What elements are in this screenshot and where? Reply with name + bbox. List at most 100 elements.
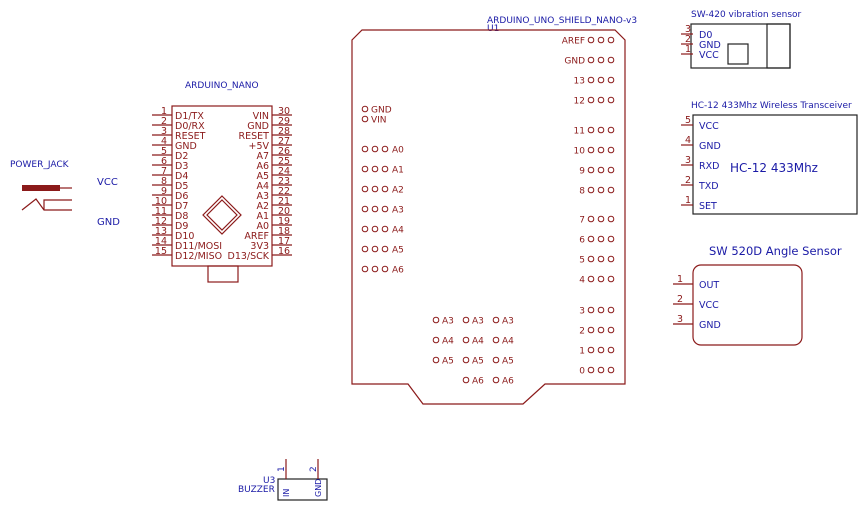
shield-label-gnd: GND	[564, 57, 585, 67]
sw420-title: SW-420 vibration sensor	[691, 10, 802, 20]
shield-label-11: 11	[574, 127, 585, 137]
shield-hole-a5-1	[371, 245, 379, 253]
nano-pin-14-label: D11/MOSI	[175, 241, 222, 252]
power-jack-gnd-label: GND	[97, 217, 120, 228]
nano-pin-9-number: 9	[161, 186, 167, 197]
shield-label-a2: A2	[392, 186, 404, 196]
shield-hole-d11-2	[607, 126, 615, 134]
shield-hole-a0-0	[361, 145, 369, 153]
nano-pin-18-number: 18	[278, 226, 290, 237]
sw520d-title: SW 520D Angle Sensor	[709, 244, 842, 258]
shield-title: ARDUINO_UNO_SHIELD_NANO-v3	[487, 16, 637, 26]
shield-hole-d11-0	[587, 126, 595, 134]
hc12-pin-1-number: 1	[685, 195, 691, 206]
shield-hole-dgnd-0	[587, 56, 595, 64]
nano-pin-23-number: 23	[278, 176, 290, 187]
shield-label-0: 0	[579, 367, 585, 377]
shield-hole-d6-1	[597, 235, 605, 243]
nano-pin-2-label: D0/RX	[175, 121, 205, 132]
shield-hole-d1-1	[597, 346, 605, 354]
shield-hole-d0-0	[587, 366, 595, 374]
shield-hole-d7-2	[607, 215, 615, 223]
shield-label-bottom-a3: A3	[442, 317, 454, 327]
nano-pin-13-label: D10	[175, 231, 194, 242]
shield-hole-a1-2	[381, 165, 389, 173]
nano-pin-22-label: A3	[256, 191, 269, 202]
nano-pin-28-label: RESET	[239, 131, 270, 142]
shield-hole-d7-1	[597, 215, 605, 223]
nano-pin-3-number: 3	[161, 126, 167, 137]
nano-pin-11-number: 11	[155, 206, 167, 217]
nano-pin-12-number: 12	[155, 216, 167, 227]
nano-pin-25-number: 25	[278, 156, 290, 167]
nano-pin-20-number: 20	[278, 206, 290, 217]
nano-pin-19-label: A0	[256, 221, 269, 232]
shield-hole-daref-1	[597, 36, 605, 44]
shield-hole-bottom-a5-1	[462, 356, 470, 364]
shield-label-bottom-a4: A4	[442, 337, 454, 347]
nano-pin-16-number: 16	[278, 246, 290, 257]
shield-hole-a2-1	[371, 185, 379, 193]
shield-label-4: 4	[579, 276, 585, 286]
power-jack-vcc-label: VCC	[97, 177, 118, 188]
shield-hole-d6-2	[607, 235, 615, 243]
shield-label-bottom-a3: A3	[472, 317, 484, 327]
nano-pin-23-label: A4	[256, 181, 269, 192]
nano-pin-16-label: D13/SCK	[228, 251, 270, 262]
sw420-pin-gnd-label: GND	[699, 40, 721, 51]
shield-ref: U1	[487, 24, 499, 34]
shield-hole-a6-2	[381, 265, 389, 273]
shield-hole-a2-2	[381, 185, 389, 193]
shield-hole-bottom-a6-1	[462, 376, 470, 384]
hc12-pin-4-number: 4	[685, 135, 691, 146]
hc12-pin-gnd-label: GND	[699, 141, 721, 152]
sw420-sensor-can	[766, 23, 791, 69]
hc12-pin-vcc-label: VCC	[699, 121, 719, 132]
sw420-pin-2-number: 2	[685, 34, 691, 45]
shield-label-1: 1	[579, 347, 585, 357]
shield-hole-d5-2	[607, 255, 615, 263]
power-jack-pin-bar	[22, 185, 60, 191]
shield-hole-d3-2	[607, 306, 615, 314]
shield-hole-dgnd-1	[597, 56, 605, 64]
hc12-pin-5-number: 5	[685, 115, 691, 126]
nano-pin-25-label: A6	[256, 161, 269, 172]
nano-usb-connector	[207, 265, 239, 283]
shield-hole-bottom-a3-2	[492, 316, 500, 324]
shield-hole-d13-0	[587, 76, 595, 84]
arduino-uno-shield[interactable]: ARDUINO_UNO_SHIELD_NANO-v3 U1 GNDVINA0A1…	[351, 16, 637, 405]
shield-hole-d4-1	[597, 275, 605, 283]
nano-pin-3-label: RESET	[175, 131, 206, 142]
shield-hole-d9-0	[587, 166, 595, 174]
shield-hole-d4-0	[587, 275, 595, 283]
shield-hole-d13-1	[597, 76, 605, 84]
nano-pin-27-label: +5V	[248, 141, 269, 152]
nano-pin-15-label: D12/MISO	[175, 251, 222, 262]
nano-pin-20-label: A1	[256, 211, 269, 222]
shield-hole-a2-0	[361, 185, 369, 193]
nano-pin-1-number: 1	[161, 106, 167, 117]
shield-hole-bottom-a6-2	[492, 376, 500, 384]
shield-hole-a4-1	[371, 225, 379, 233]
nano-pin-8-number: 8	[161, 176, 167, 187]
nano-pin-6-label: D3	[175, 161, 188, 172]
nano-pin-21-number: 21	[278, 196, 290, 207]
shield-hole-a3-2	[381, 205, 389, 213]
shield-hole-d1-0	[587, 346, 595, 354]
buzzer-pin-1-number: 1	[277, 466, 287, 472]
shield-hole-a3-0	[361, 205, 369, 213]
nano-pin-28-number: 28	[278, 126, 290, 137]
hc12-transceiver[interactable]: HC-12 433Mhz Wireless Transceiver HC-12 …	[681, 101, 858, 215]
hc12-pin-3-number: 3	[685, 155, 691, 166]
shield-hole-bottom-a4-1	[462, 336, 470, 344]
shield-label-bottom-a5: A5	[502, 357, 514, 367]
power-jack[interactable]: POWER_JACK VCC GND	[10, 160, 120, 228]
buzzer-pin-gnd-label: GND	[314, 479, 323, 497]
